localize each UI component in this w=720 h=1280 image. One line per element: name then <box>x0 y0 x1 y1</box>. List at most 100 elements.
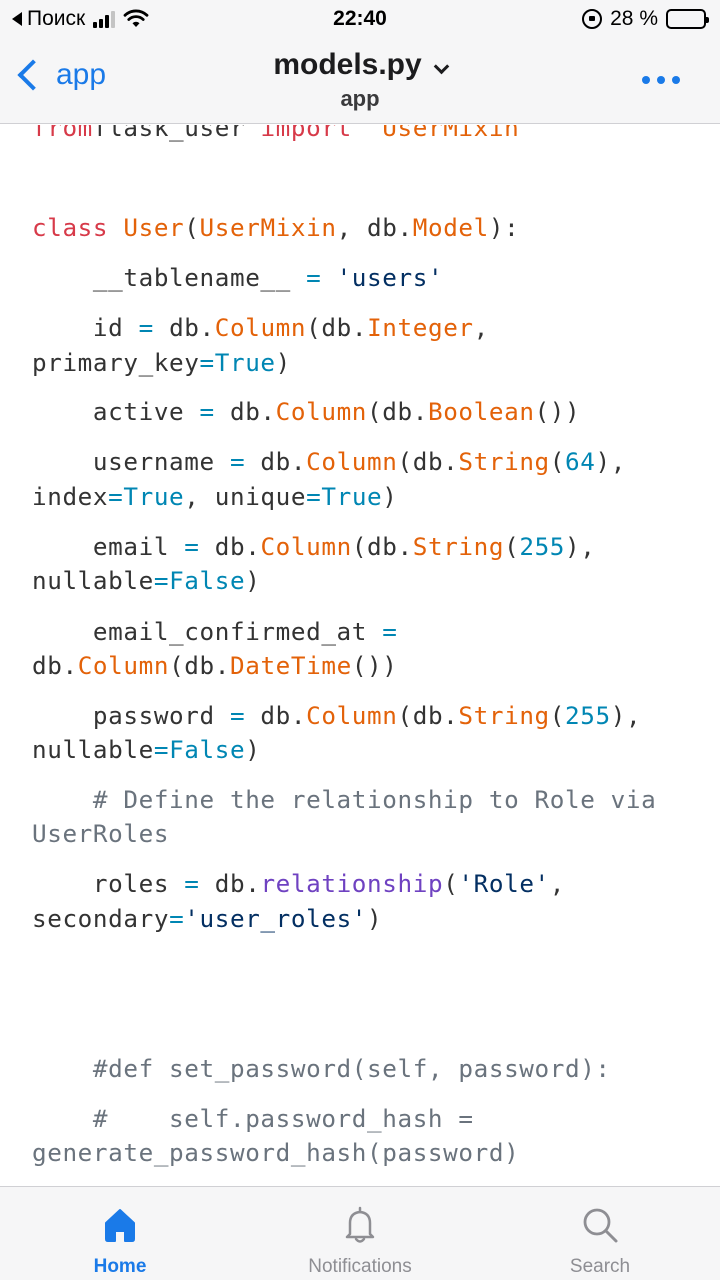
code-token: ( <box>549 447 566 476</box>
code-token: ), <box>595 447 626 476</box>
code-token: 'user_roles' <box>184 904 368 933</box>
code-token: Column <box>306 701 398 730</box>
code-token: ), <box>610 701 642 730</box>
code-line: primary_key=True) <box>32 346 704 380</box>
status-left: Поиск <box>12 7 149 31</box>
tab-bar: Home Notifications Search <box>0 1186 720 1280</box>
code-token: __tablename__ <box>32 263 307 292</box>
code-token: ) <box>367 904 383 933</box>
back-to-app-icon[interactable] <box>12 12 22 26</box>
code-token: False <box>169 566 246 595</box>
code-token: ) <box>275 348 291 377</box>
code-token: Column <box>214 313 307 342</box>
code-token: db. <box>214 397 276 426</box>
code-token: from <box>32 125 93 142</box>
code-token: class <box>32 213 109 242</box>
code-line: class User(UserMixin, db.Model): <box>32 211 704 245</box>
code-token: ( <box>184 213 200 242</box>
code-token: Column <box>275 397 368 426</box>
code-token: (db. <box>367 397 428 426</box>
code-token: db. <box>199 532 261 561</box>
code-token: = <box>229 447 246 476</box>
tab-home-label: Home <box>93 1256 147 1277</box>
code-token: (db. <box>169 651 230 680</box>
carrier-label[interactable]: Поиск <box>27 7 86 30</box>
code-line: email = db.Column(db.String(255), <box>32 530 704 564</box>
code-token: = <box>382 617 398 646</box>
more-options-button[interactable] <box>642 76 680 84</box>
code-token <box>321 263 336 292</box>
code-token: Column <box>77 651 170 680</box>
tab-search[interactable]: Search <box>480 1187 720 1280</box>
file-title[interactable]: models.py <box>273 48 449 82</box>
code-token: generate_password_hash(password) <box>32 1138 520 1167</box>
wifi-icon <box>123 9 149 27</box>
code-token: relationship <box>260 869 444 898</box>
code-token: # self.password_hash = <box>32 1104 474 1133</box>
tab-notifications-label: Notifications <box>308 1256 412 1277</box>
code-line: secondary='user_roles') <box>32 902 704 936</box>
orientation-lock-icon <box>582 9 603 29</box>
code-token: = <box>108 482 124 511</box>
code-token: roles <box>32 869 185 898</box>
code-line: username = db.Column(db.String(64), <box>32 445 704 479</box>
code-token: 64 <box>565 447 596 476</box>
code-line: id = db.Column(db.Integer, <box>32 311 704 345</box>
code-token: secondary <box>32 904 170 933</box>
code-token: (db. <box>397 701 459 730</box>
tab-search-label: Search <box>569 1256 631 1277</box>
code-token: = <box>138 313 154 342</box>
home-icon <box>105 1209 135 1242</box>
code-token: , unique <box>184 482 307 511</box>
code-token <box>352 125 382 142</box>
battery-percent: 28 % <box>610 7 658 30</box>
code-token: String <box>458 701 550 730</box>
code-token: # Define the relationship to Role via <box>32 785 657 814</box>
code-token: ( <box>549 701 566 730</box>
code-token: = <box>199 397 215 426</box>
code-token: active <box>32 397 200 426</box>
code-line: generate_password_hash(password) <box>32 1136 704 1170</box>
code-line: roles = db.relationship('Role', <box>32 867 704 901</box>
code-token: db. <box>153 313 215 342</box>
battery-icon <box>666 9 709 29</box>
code-token: db. <box>245 447 307 476</box>
search-icon <box>583 1208 618 1243</box>
code-token: True <box>123 482 185 511</box>
title-group[interactable]: models.py app <box>0 48 720 112</box>
back-button[interactable]: app <box>16 58 106 92</box>
code-token: ) <box>382 482 398 511</box>
code-token: = <box>306 263 322 292</box>
code-token: = <box>199 348 215 377</box>
code-token: index <box>32 482 109 511</box>
chevron-down-icon <box>433 58 449 74</box>
code-token: , db. <box>336 213 413 242</box>
code-line: email_confirmed_at = <box>32 615 704 649</box>
code-token <box>108 213 123 242</box>
code-token: primary_key <box>32 348 200 377</box>
code-token: (db. <box>306 313 368 342</box>
code-line: UserRoles <box>32 817 704 851</box>
code-token: ) <box>245 566 261 595</box>
code-token: username <box>32 447 230 476</box>
tab-notifications[interactable]: Notifications <box>240 1187 480 1280</box>
code-token: , <box>473 313 489 342</box>
code-token: 255 <box>565 701 611 730</box>
code-token: #def set_password(self, password): <box>32 1054 611 1083</box>
code-line: __tablename__ = 'users' <box>32 261 704 295</box>
code-token: ) <box>245 735 261 764</box>
code-token: = <box>306 482 322 511</box>
code-token: DateTime <box>229 651 352 680</box>
code-token: 255 <box>519 532 566 561</box>
code-token: True <box>321 482 383 511</box>
code-token: db. <box>245 701 307 730</box>
code-token: 'users' <box>336 263 444 292</box>
code-line: index=True, unique=True) <box>32 480 704 514</box>
file-title-text: models.py <box>273 48 422 81</box>
code-token: Column <box>260 532 352 561</box>
tab-home[interactable]: Home <box>0 1187 240 1280</box>
more-dot-icon <box>642 76 650 84</box>
code-token: String <box>458 447 550 476</box>
code-token: id <box>32 313 139 342</box>
